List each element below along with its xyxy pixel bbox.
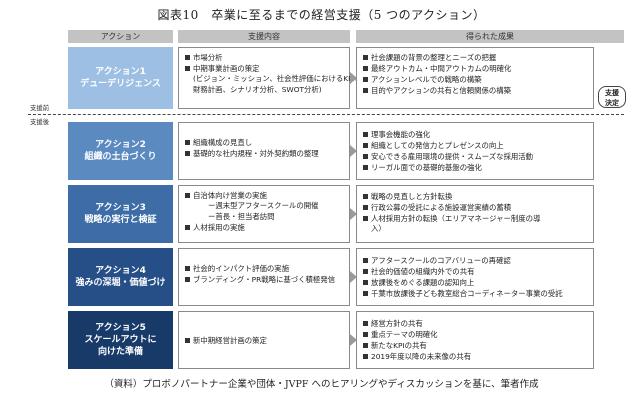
badge-line: 支援	[605, 89, 619, 97]
action-1-support-box: 市場分析 中期事業計画の策定 (ビジョン・ミッション、社会性評価におけるKPI、…	[178, 47, 363, 109]
before-after-divider	[28, 114, 624, 115]
marker-before: 支援前	[30, 104, 50, 112]
action-5-result-box: 経営方針の共有 重点テーマの明確化 新たなKPIの共有 2019年度以降の未来像…	[356, 311, 594, 369]
action-3-result-item: 行政公募の受託による施設運営実績の蓄積	[362, 202, 588, 213]
action-4-result-item: 社会的価値の組織内外での共有	[362, 266, 588, 277]
action-3-support-subitem: ー週末型アフタースクールの開催	[208, 201, 319, 210]
action-2-label: アクション2 組織の土台づくり	[68, 122, 173, 180]
action-2-result-item: 理事会機能の強化	[362, 129, 588, 140]
action-1-name: デューデリジェンス	[80, 79, 161, 89]
action-1-result-item: 社会課題の背景の整理とニーズの把握	[362, 52, 588, 63]
action-4-label: アクション4 強みの深堀・価値づけ	[68, 248, 173, 306]
action-1-result-item: アクションレベルでの戦略の構築	[362, 74, 588, 85]
action-2-name: 組織の土台づくり	[84, 152, 157, 162]
action-5-name: 向けた準備	[97, 347, 143, 357]
action-4-result-item: 放課後をめぐる課題の認知向上	[362, 277, 588, 288]
action-2-number: アクション2	[95, 140, 146, 150]
action-5-result-item: 重点テーマの明確化	[362, 329, 588, 340]
action-5-result-item: 2019年度以降の未来像の共有	[362, 351, 588, 362]
support-decision-badge: 支援 決定	[598, 86, 626, 108]
action-1-result-item: 目的やアクションの共有と信頼関係の構築	[362, 85, 588, 96]
arrow-icon	[350, 334, 357, 346]
marker-after: 支援後	[30, 118, 50, 126]
action-4-support-item: ブランディング・PR戦略に基づく積極発信	[184, 274, 344, 285]
action-1-support-item: 市場分析	[184, 52, 344, 63]
source-note: （資料）プロボノパートナー企業や団体・JVPF へのヒアリングやディスカッション…	[104, 379, 539, 390]
action-3-support-subitem: ー首長・担当者訪問	[208, 211, 275, 221]
action-3-result-box: 戦略の見直しと方針転換 行政公募の受託による施設運営実績の蓄積 人材採用方針の転…	[356, 185, 594, 243]
action-3-result-continuation: 入）	[371, 224, 386, 233]
action-1-support-note: (ビジョン・ミッション、社会性評価におけるKPI、	[193, 74, 363, 83]
arrow-icon	[350, 145, 357, 157]
action-3-number: アクション3	[95, 203, 146, 213]
action-4-support-box: 社会的インパクト評価の実施 ブランディング・PR戦略に基づく積極発信	[178, 248, 350, 306]
action-3-support-item: 人材採用の実施	[184, 222, 344, 233]
action-1-support-item: 中期事業計画の策定	[184, 63, 344, 74]
action-3-name: 戦略の実行と検証	[84, 215, 157, 225]
arrow-icon	[350, 208, 357, 220]
action-4-number: アクション4	[95, 266, 146, 276]
action-5-number: アクション5	[95, 323, 146, 333]
action-2-result-item: 安心できる雇用環境の提供・スムーズな採用活動	[362, 151, 588, 162]
action-1-number: アクション1	[95, 67, 146, 77]
action-1-support-note: 財務計画、シナリオ分析、SWOT分析)	[193, 84, 322, 94]
action-3-label: アクション3 戦略の実行と検証	[68, 185, 173, 243]
badge-line: 決定	[605, 99, 619, 107]
action-1-result-box: 社会課題の背景の整理とニーズの把握 最終アウトカム・中間アウトカムの明確化 アク…	[356, 47, 594, 109]
action-4-support-item: 社会的インパクト評価の実施	[184, 263, 344, 274]
action-4-result-box: アフタースクールのコアバリューの再確認 社会的価値の組織内外での共有 放課後をめ…	[356, 248, 594, 306]
action-5-result-item: 経営方針の共有	[362, 318, 588, 329]
arrow-icon	[350, 271, 357, 283]
header-action: アクション	[68, 30, 173, 43]
action-1-label: アクション1 デューデリジェンス	[68, 47, 173, 109]
header-support: 支援内容	[178, 30, 350, 43]
action-2-support-item: 組織構成の見直し	[184, 137, 344, 148]
action-2-result-box: 理事会機能の強化 組織としての発信力とプレゼンスの向上 安心できる雇用環境の提供…	[356, 122, 594, 180]
action-2-result-item: 組織としての発信力とプレゼンスの向上	[362, 140, 588, 151]
arrow-icon	[350, 72, 357, 84]
action-4-result-item: アフタースクールのコアバリューの再確認	[362, 255, 588, 266]
figure-title: 図表10 卒業に至るまでの経営支援（5 つのアクション）	[157, 8, 486, 22]
action-2-support-box: 組織構成の見直し 基礎的な社内規程・対外契約類の整理	[178, 122, 350, 180]
action-5-label: アクション5 スケールアウトに 向けた準備	[68, 311, 173, 369]
action-2-result-item: リーガル面での基礎的基盤の強化	[362, 162, 588, 173]
action-5-result-item: 新たなKPIの共有	[362, 340, 588, 351]
header-result: 得られた成果	[356, 30, 624, 43]
action-3-support-box: 自治体向け営業の実施 ー週末型アフタースクールの開催 ー首長・担当者訪問 人材採…	[178, 185, 350, 243]
action-4-result-item: 千葉市放課後子ども教室総合コーディネーター事業の受託	[362, 288, 588, 299]
action-3-result-item: 戦略の見直しと方針転換	[362, 191, 588, 202]
action-1-result-item: 最終アウトカム・中間アウトカムの明確化	[362, 63, 588, 74]
action-4-name: 強みの深堀・価値づけ	[75, 278, 166, 288]
action-3-result-item: 人材採用方針の転換（エリアマネージャー制度の導	[362, 213, 588, 224]
action-3-support-item: 自治体向け営業の実施	[184, 190, 344, 201]
action-2-support-item: 基礎的な社内規程・対外契約類の整理	[184, 148, 344, 159]
action-5-name: スケールアウトに	[84, 335, 157, 345]
action-5-support-item: 新中期経営計画の策定	[184, 335, 344, 346]
action-5-support-box: 新中期経営計画の策定	[178, 311, 350, 369]
